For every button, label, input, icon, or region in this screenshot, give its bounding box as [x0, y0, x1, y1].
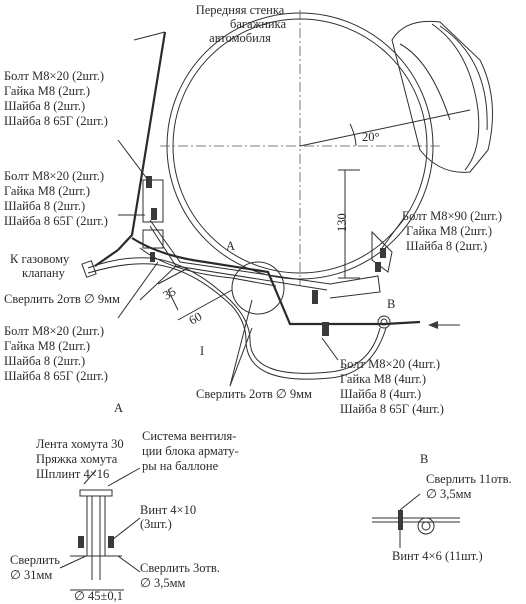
wall-label-line2: багажника	[230, 17, 286, 31]
dim-60-label: 60	[187, 309, 205, 327]
detail-A-right-line1: Система вентиля-	[142, 429, 236, 443]
detail-A-screw-line1: Винт 4×10	[140, 503, 196, 517]
group3-line3: Шайба 8 (2шт.)	[4, 354, 85, 368]
detail-A-right-line3: ры на баллоне	[142, 459, 219, 473]
label-group2: Болт М8×20 (2шт.) Гайка М8 (2шт.) Шайба …	[4, 169, 108, 228]
detail-A-section	[59, 467, 141, 591]
group1-line3: Шайба 8 (2шт.)	[4, 99, 85, 113]
detail-A-dim45: ∅ 45±0,1	[74, 589, 123, 603]
detail-B-drill-line2: ∅ 3,5мм	[426, 487, 472, 501]
group1-line2: Гайка М8 (2шт.)	[4, 84, 90, 98]
label-group3: Болт М8×20 (2шт.) Гайка М8 (2шт.) Шайба …	[4, 324, 108, 383]
detail-A-callout	[231, 261, 285, 315]
group3-line2: Гайка М8 (2шт.)	[4, 339, 90, 353]
label-wall: Передняя стенка багажника автомобиля	[196, 3, 287, 45]
group3-line1: Болт М8×20 (2шт.)	[4, 324, 104, 338]
arrows	[428, 321, 460, 329]
dimension-lines	[157, 169, 360, 321]
wall-label-line3: автомобиля	[209, 31, 271, 45]
dim-angle-label: 20°	[362, 130, 380, 144]
gas-label-line1: К газовому	[10, 252, 70, 266]
group1-line1: Болт М8×20 (2шт.)	[4, 69, 104, 83]
detail-B-title: В	[420, 452, 428, 466]
group3-line4: Шайба 8 65Г (2шт.)	[4, 369, 108, 383]
group4-line2: Гайка М8 (4шт.)	[340, 372, 426, 386]
detail-A-screw-line2: (3шт.)	[140, 517, 172, 531]
group4-line4: Шайба 8 65Г (4шт.)	[340, 402, 444, 416]
drill-left-label: Сверлить 2отв ∅ 9мм	[4, 292, 120, 306]
detail-A-left-line2: Пряжка хомута	[36, 452, 118, 466]
group5-line2: Гайка М8 (2шт.)	[406, 224, 492, 238]
valve-block	[391, 20, 493, 173]
trunk-floor	[131, 237, 421, 326]
gas-label-line2: клапану	[22, 266, 66, 280]
mark-A-label: А	[226, 239, 235, 253]
group2-line2: Гайка М8 (2шт.)	[4, 184, 90, 198]
gas-cylinder	[160, 10, 471, 285]
label-group5: Болт М8×90 (2шт.) Гайка М8 (2шт.) Шайба …	[402, 209, 502, 253]
mark-B-label: В	[387, 297, 395, 311]
group5-line3: Шайба 8 (2шт.)	[406, 239, 487, 253]
dim-130-label: 130	[335, 213, 349, 232]
gas-hoses	[81, 257, 391, 380]
label-group1: Болт М8×20 (2шт.) Гайка М8 (2шт.) Шайба …	[4, 69, 108, 128]
detail-B-section	[372, 493, 460, 548]
detail-B-screw-label: Винт 4×6 (11шт.)	[392, 549, 483, 563]
detail-B: В Сверлить 11отв. ∅ 3,5мм Винт 4×6 (11шт…	[372, 452, 512, 563]
group2-line3: Шайба 8 (2шт.)	[4, 199, 85, 213]
detail-A-left-line1: Лента хомута 30	[36, 437, 124, 451]
support-bracket	[142, 179, 393, 299]
trunk-front-wall	[94, 31, 167, 267]
detail-A-right-line2: ции блока армату-	[142, 444, 239, 458]
leader-lines	[117, 139, 405, 387]
detail-A-title: А	[114, 401, 123, 415]
group5-line1: Болт М8×90 (2шт.)	[402, 209, 502, 223]
group2-line1: Болт М8×20 (2шт.)	[4, 169, 104, 183]
label-group4: Болт М8×20 (4шт.) Гайка М8 (4шт.) Шайба …	[340, 357, 444, 416]
detail-A-left-line3: Шплинт 4×16	[36, 467, 109, 481]
mark-I-label: I	[200, 344, 204, 358]
detail-A: А Лента хомута 30 Пряжка хомута Шплинт 4…	[10, 401, 239, 603]
detail-A-drill31-line1: Сверлить	[10, 553, 60, 567]
drill-bottom-label: Сверлить 2отв ∅ 9мм	[196, 387, 312, 401]
detail-A-drill31-line2: ∅ 31мм	[10, 568, 52, 582]
group4-line1: Болт М8×20 (4шт.)	[340, 357, 440, 371]
label-gas-valve: К газовому клапану	[10, 252, 70, 280]
group4-line3: Шайба 8 (4шт.)	[340, 387, 421, 401]
group1-line4: Шайба 8 65Г (2шт.)	[4, 114, 108, 128]
detail-B-drill-line1: Сверлить 11отв.	[426, 472, 512, 486]
bolts	[146, 176, 386, 336]
group2-line4: Шайба 8 65Г (2шт.)	[4, 214, 108, 228]
dim-35-label: 35	[161, 284, 179, 302]
detail-A-drill35-line1: Сверлить 3отв.	[140, 561, 220, 575]
detail-A-drill35-line2: ∅ 3,5мм	[140, 576, 186, 590]
wall-label-line1: Передняя стенка	[196, 3, 285, 17]
